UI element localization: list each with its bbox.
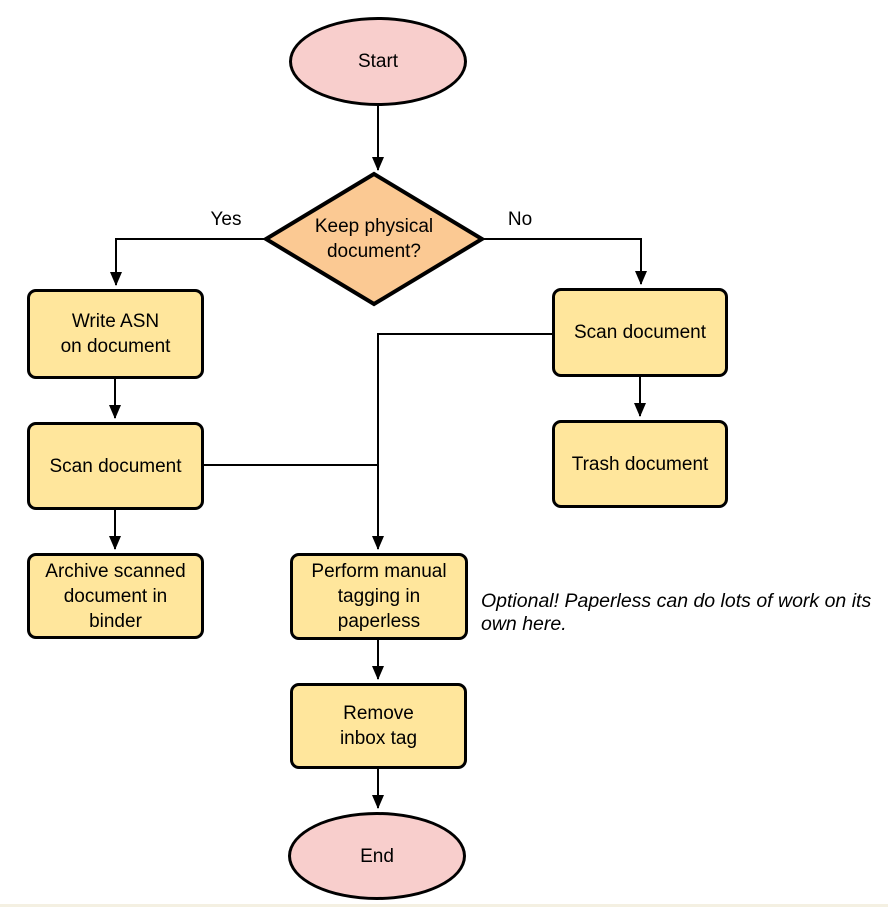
edge-decision-yes-to-write-asn (110, 238, 265, 286)
end-node: End (288, 812, 466, 900)
edge-decision-no-to-scan (483, 238, 647, 285)
end-node-label: End (360, 845, 394, 867)
edge-no-label: No (507, 209, 533, 230)
page-bottom-border (0, 904, 888, 907)
process-label: Trash document (571, 453, 709, 475)
process-archive-scanned-document: Archive scanned document in binder (27, 553, 204, 639)
process-scan-document-no-branch: Scan document (552, 288, 728, 377)
process-label: Perform manual tagging in paperless (311, 561, 447, 632)
start-node: Start (289, 17, 467, 106)
start-node-label: Start (357, 51, 399, 72)
process-manual-tagging-in-paperless: Perform manual tagging in paperless (290, 553, 468, 640)
decision-diamond-shape (263, 171, 485, 307)
process-trash-document: Trash document (552, 420, 728, 508)
process-remove-inbox-tag: Remove inbox tag (290, 683, 467, 769)
process-label: Write ASN on document (60, 311, 171, 357)
process-scan-document-yes-branch: Scan document (27, 422, 204, 510)
annotation-optional-note: Optional! Paperless can do lots of work … (481, 590, 872, 635)
edge-yes-label: Yes (210, 209, 242, 230)
decision-keep-physical-document: Keep physical document? (263, 171, 485, 307)
edge-scan-no-to-tagging (372, 333, 552, 550)
process-label: Scan document (573, 322, 707, 343)
process-label: Remove inbox tag (339, 703, 418, 749)
process-label: Scan document (49, 455, 182, 477)
process-write-asn-on-document: Write ASN on document (27, 289, 204, 379)
process-label: Archive scanned document in binder (45, 560, 186, 632)
decision-label: Keep physical document? (314, 216, 434, 262)
